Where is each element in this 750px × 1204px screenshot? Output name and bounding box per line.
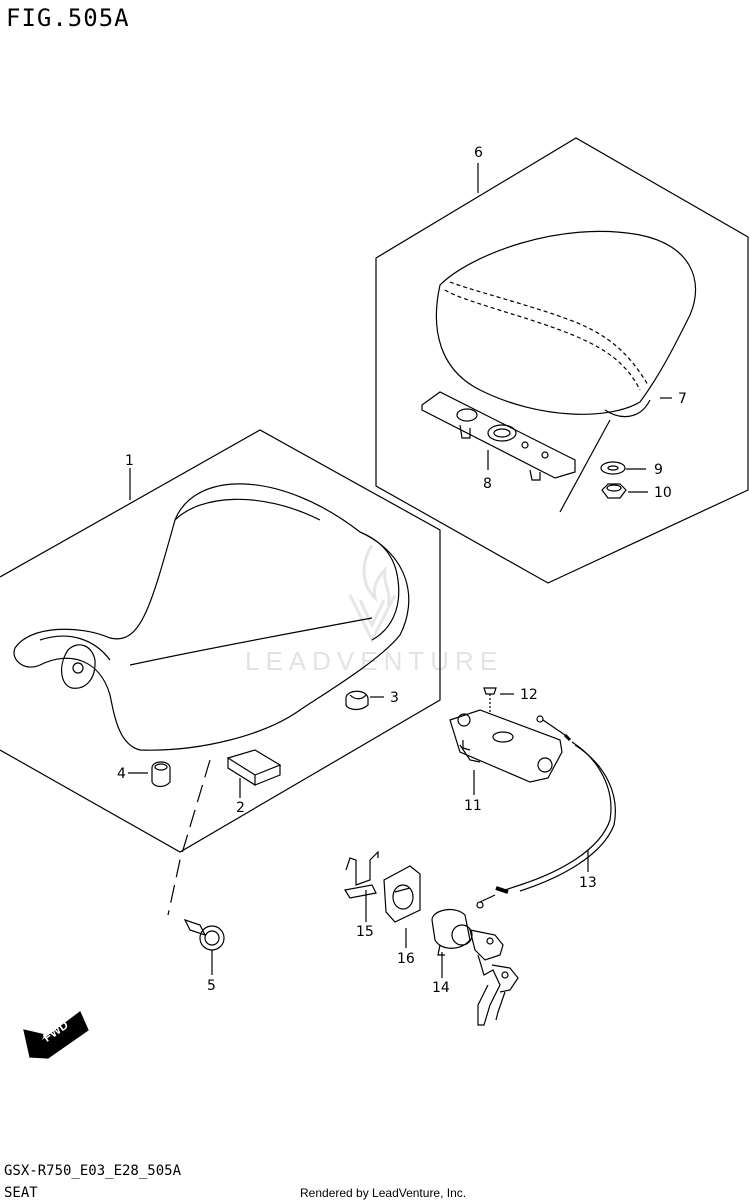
part-5-bolt <box>183 918 225 951</box>
leader-lines <box>128 163 672 978</box>
watermark-text: LEADVENTURE <box>245 646 503 676</box>
pillion-seat <box>435 230 697 418</box>
part-13-cable <box>476 715 616 909</box>
callout-16: 16 <box>397 951 415 967</box>
part-16-plate <box>383 865 421 923</box>
seat-group-outline <box>0 429 441 853</box>
callout-10: 10 <box>654 485 672 501</box>
callout-11: 11 <box>464 798 482 814</box>
callout-4: 4 <box>117 766 126 782</box>
diagram-name: SEAT <box>4 1185 38 1201</box>
diagram-code: GSX-R750_E03_E28_505A <box>4 1163 182 1179</box>
rendered-by-credit: Rendered by LeadVenture, Inc. <box>300 1186 467 1200</box>
callout-2: 2 <box>236 800 245 816</box>
forward-arrow <box>23 1011 89 1059</box>
callout-14: 14 <box>432 980 450 996</box>
part-14-lock-cylinder <box>431 908 519 1026</box>
callout-12: 12 <box>520 687 538 703</box>
part-10-nut <box>601 483 627 499</box>
callout-6: 6 <box>474 145 483 161</box>
callout-8: 8 <box>483 476 492 492</box>
callout-1: 1 <box>125 453 134 469</box>
part-3-cushion <box>345 690 369 711</box>
figure-title: FIG.505A <box>6 4 130 32</box>
callout-9: 9 <box>654 462 663 478</box>
callout-7: 7 <box>678 391 687 407</box>
part-15-clip <box>344 850 379 899</box>
rider-seat <box>13 483 410 751</box>
callout-5: 5 <box>207 978 216 994</box>
part-9-washer <box>600 461 626 475</box>
part-2-block <box>226 749 282 787</box>
part-11-seat-lock <box>449 709 563 783</box>
callout-13: 13 <box>579 875 597 891</box>
callout-3: 3 <box>390 690 399 706</box>
part-4-cushion <box>151 761 171 788</box>
callout-15: 15 <box>356 924 374 940</box>
part-8-bracket <box>421 391 576 481</box>
pillion-group-outline <box>375 137 749 584</box>
part-12-screw <box>483 687 497 712</box>
